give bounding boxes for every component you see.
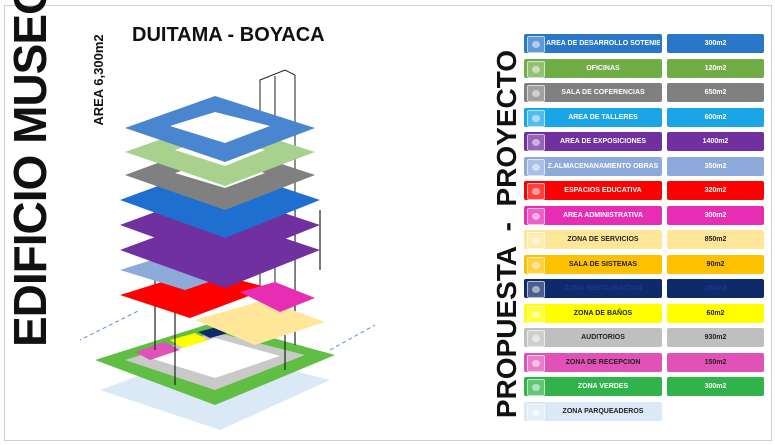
legend-value: 300m2: [667, 205, 764, 225]
legend-label-box: ZONA DE RECEPCION: [524, 352, 662, 372]
legend-label-box: AREA DE DESARROLLO SOTENIBLE: [524, 34, 662, 53]
legend-value: 300m2: [667, 34, 764, 53]
legend-label: AREA ADMINISTRATIVA: [562, 211, 644, 219]
legend-row: ZONA PARQUEADEROS: [524, 401, 764, 421]
legend-label-box: ZONA VERDES: [524, 377, 662, 396]
legend-value: 120m2: [667, 58, 764, 78]
legend-label: AREA DE DESARROLLO SOTENIBLE: [546, 40, 660, 47]
legend-label-box: Z.ALMACENANAMIENTO OBRAS: [524, 156, 662, 176]
car-icon: [527, 403, 545, 421]
group-icon: [527, 232, 545, 249]
legend-label-box: AREA DE EXPOSICIONES: [524, 132, 662, 151]
services-floor: [195, 300, 325, 345]
tree-icon: [527, 379, 545, 396]
legend-label: AREA DE TALLERES: [568, 113, 638, 121]
legend-row: Z.ALMACENANAMIENTO OBRAS 350m2: [524, 156, 764, 176]
courtyard-void: [150, 338, 280, 378]
legend-value: 350m2: [667, 279, 764, 298]
legend-value: 850m2: [667, 230, 764, 249]
legend-label-box: ESPACIOS EDUCATIVA: [524, 181, 662, 200]
legend-label-box: ZONA RESTAURACION: [524, 279, 662, 298]
leaf-icon: [527, 36, 545, 53]
legend-row: ZONA RESTAURACION 350m2: [524, 279, 764, 298]
legend-value: 90m2: [667, 254, 764, 274]
legend-label: ZONA PARQUEADEROS: [562, 407, 644, 415]
legend-label: ZONA DE SERVICIOS: [567, 236, 639, 243]
legend-label-box: AREA DE TALLERES: [524, 107, 662, 127]
auditorium-icon: [527, 330, 545, 347]
legend-label-box: AUDITORIOS: [524, 328, 662, 347]
legend-row: OFICINAS 120m2: [524, 58, 764, 78]
legend-label: SALA DE COFERENCIAS: [561, 89, 645, 96]
toilet-block: [170, 333, 208, 348]
legend-row: ESPACIOS EDUCATIVA 320m2: [524, 181, 764, 200]
restaurant-icon: [527, 281, 545, 298]
legend-label-box: ZONA DE BAÑOS: [524, 303, 662, 323]
toilet-icon: [527, 305, 545, 323]
legend-row: AREA DE TALLERES 600m2: [524, 107, 764, 127]
legend-label: ESPACIOS EDUCATIVA: [564, 187, 642, 194]
guide-line: [80, 309, 141, 341]
legend-value: 60m2: [667, 303, 764, 323]
building-diagram: [80, 69, 376, 430]
proposal-title: PROPUESTA - PROYECTO: [491, 49, 522, 419]
legend-label: ZONA DE BAÑOS: [573, 309, 633, 317]
legend-label-box: ZONA DE SERVICIOS: [524, 230, 662, 249]
legend-label-box: SALA DE COFERENCIAS: [524, 83, 662, 102]
city-title: DUITAMA - BOYACA: [132, 24, 325, 46]
guide-line: [329, 324, 376, 351]
admin-floor: [240, 282, 315, 312]
legend-label: OFICINAS: [586, 64, 620, 72]
legend-value: 350m2: [667, 156, 764, 176]
legend-row: AREA DE EXPOSICIONES 1400m2: [524, 132, 764, 151]
legend-value: 300m2: [667, 377, 764, 396]
legend-value: 150m2: [667, 352, 764, 372]
desk-icon: [527, 60, 545, 78]
computer-icon: [527, 256, 545, 274]
legend-label: ZONA DE RECEPCION: [565, 358, 641, 366]
reception-block: [135, 342, 180, 360]
gallery-icon: [527, 134, 545, 151]
reception-icon: [527, 354, 545, 372]
legend-value: 930m2: [667, 328, 764, 347]
legend-row: AREA ADMINISTRATIVA 300m2: [524, 205, 764, 225]
storage-icon: [527, 158, 545, 176]
people-icon: [527, 207, 545, 225]
legend-label-box: ZONA PARQUEADEROS: [524, 401, 662, 421]
legend-label: SALA DE SISTEMAS: [568, 260, 638, 268]
legend-label: ZONA VERDES: [577, 383, 629, 390]
classroom-icon: [527, 183, 545, 200]
legend-row: AREA DE DESARROLLO SOTENIBLE 300m2: [524, 34, 764, 53]
legend-row: AUDITORIOS 930m2: [524, 328, 764, 347]
sustainable-void: [170, 112, 270, 143]
legend-label: Z.ALMACENANAMIENTO OBRAS: [547, 162, 659, 170]
legend-label-box: AREA ADMINISTRATIVA: [524, 205, 662, 225]
conference-icon: [527, 85, 545, 102]
legend-value: 320m2: [667, 181, 764, 200]
legend-label: AREA DE EXPOSICIONES: [559, 138, 647, 145]
gear-icon: [527, 109, 545, 127]
legend-row: ZONA VERDES 300m2: [524, 377, 764, 396]
legend-value: 600m2: [667, 107, 764, 127]
legend-row: ZONA DE BAÑOS 60m2: [524, 303, 764, 323]
legend-row: ZONA DE RECEPCION 150m2: [524, 352, 764, 372]
building-title: EDIFICIO MUSEO: [4, 0, 56, 347]
legend-row: ZONA DE SERVICIOS 850m2: [524, 230, 764, 249]
legend-label-box: OFICINAS: [524, 58, 662, 78]
legend-row: SALA DE COFERENCIAS 650m2: [524, 83, 764, 102]
legend-label: ZONA RESTAURACION: [564, 285, 642, 292]
legend-value: 650m2: [667, 83, 764, 102]
legend-label: AUDITORIOS: [581, 334, 625, 341]
legend-row: SALA DE SISTEMAS 90m2: [524, 254, 764, 274]
legend-label-box: SALA DE SISTEMAS: [524, 254, 662, 274]
legend-value: 1400m2: [667, 132, 764, 151]
